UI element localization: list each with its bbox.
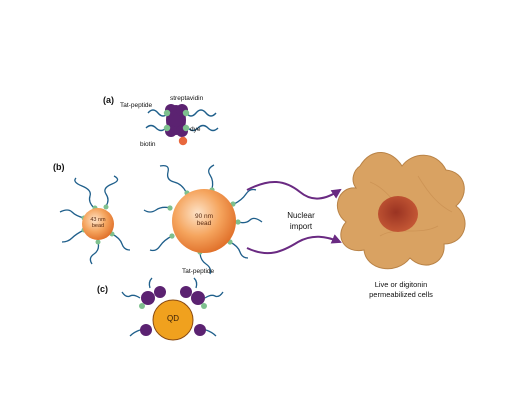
biotin-node bbox=[182, 109, 190, 117]
tat-peptide-strand bbox=[121, 291, 141, 299]
nuclear-import-arrow-top bbox=[246, 181, 342, 200]
large-bead bbox=[172, 189, 236, 253]
nuclear-import-line2: import bbox=[289, 222, 313, 231]
tat-peptide-strand bbox=[233, 188, 257, 205]
small-bead bbox=[82, 208, 114, 240]
tat-peptide-strand bbox=[187, 124, 219, 132]
streptavidin-label: streptavidin bbox=[170, 95, 204, 102]
large-bead-group bbox=[143, 164, 263, 275]
cell-caption: Live or digitonin permeabilized cells bbox=[346, 280, 456, 300]
tat-peptide-strand bbox=[149, 235, 173, 252]
biotin-node bbox=[163, 109, 171, 117]
tat-peptide-label-b: Tat-peptide bbox=[182, 268, 215, 275]
tat-peptide-label-a: Tat-peptide bbox=[120, 102, 153, 109]
qd-group bbox=[121, 277, 224, 341]
tat-peptide-strand bbox=[61, 229, 85, 243]
streptavidin-node bbox=[141, 291, 155, 305]
streptavidin-complex bbox=[145, 104, 219, 146]
streptavidin-node bbox=[191, 291, 205, 305]
large-bead-word: bead bbox=[196, 219, 212, 227]
tat-peptide-strand bbox=[159, 164, 187, 193]
small-bead-word: bead bbox=[91, 222, 105, 229]
tat-peptide-strand bbox=[59, 209, 85, 219]
tat-peptide-strand bbox=[89, 241, 100, 265]
biotin-node bbox=[182, 124, 190, 132]
tat-peptide-strand bbox=[185, 109, 217, 117]
tat-peptide-strand bbox=[208, 164, 215, 190]
large-bead-label: 90 nm bead bbox=[189, 213, 219, 228]
quantum-dot bbox=[152, 299, 194, 341]
nuclear-import-line1: Nuclear bbox=[287, 211, 315, 220]
biotin-label: biotin bbox=[140, 141, 156, 148]
small-bead-group bbox=[59, 175, 131, 265]
dye-label: dye bbox=[190, 126, 201, 133]
panel-label-b: (b) bbox=[53, 162, 65, 172]
nuclear-import-label: Nuclear import bbox=[276, 212, 326, 231]
small-bead-size: 43 nm bbox=[90, 217, 106, 223]
large-bead-size: 90 nm bbox=[194, 213, 214, 220]
tat-peptide-strand bbox=[143, 206, 171, 213]
tat-peptide-strand bbox=[111, 233, 131, 251]
biotin-node bbox=[163, 124, 171, 132]
tat-peptide-strand bbox=[199, 251, 212, 275]
tat-peptide-strand bbox=[237, 217, 263, 224]
panel-label-c: (c) bbox=[97, 284, 108, 294]
tat-peptide-strand bbox=[104, 175, 119, 207]
tat-peptide-strand bbox=[229, 241, 249, 259]
panel-label-a: (a) bbox=[103, 95, 114, 105]
nuclear-import-arrow-bottom bbox=[246, 234, 342, 255]
dye-dot bbox=[178, 136, 188, 146]
cell-caption-line2: permeabilized cells bbox=[369, 290, 433, 300]
nucleus bbox=[378, 196, 418, 232]
cell-caption-line1: Live or digitonin bbox=[374, 280, 428, 289]
tat-peptide-strand bbox=[74, 177, 95, 209]
small-bead-label: 43 nm bead bbox=[86, 217, 110, 230]
qd-label: QD bbox=[167, 314, 179, 323]
tat-peptide-strand bbox=[204, 291, 224, 299]
